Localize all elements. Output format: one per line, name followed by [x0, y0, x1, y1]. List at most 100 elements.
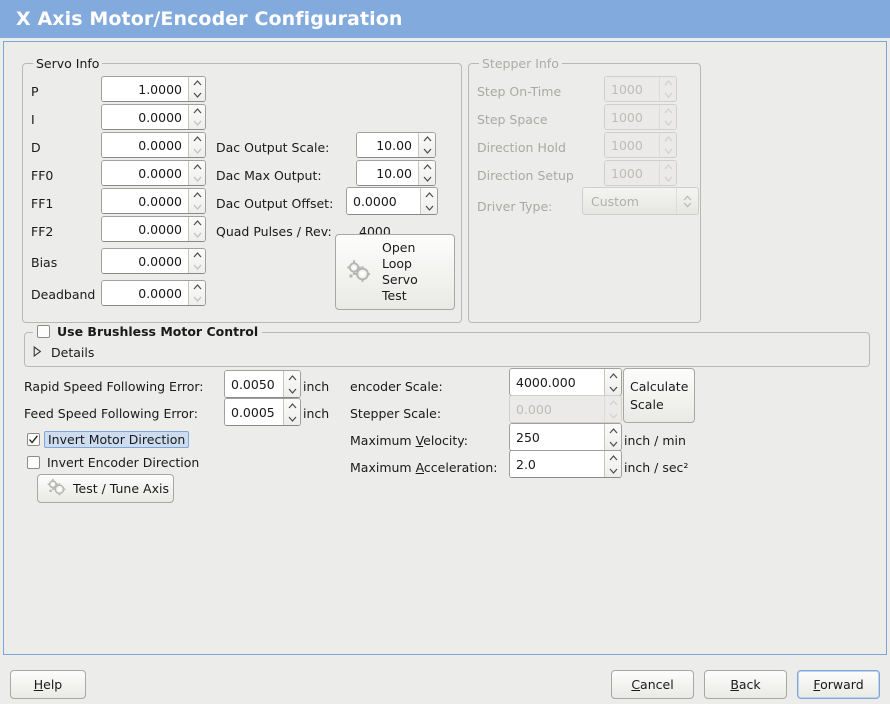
encoder-scale-spinbox[interactable]: 4000.000: [509, 368, 622, 396]
chevron-down-icon[interactable]: [660, 89, 676, 101]
chevron-down-icon[interactable]: [189, 89, 205, 101]
chevron-up-icon[interactable]: [189, 161, 205, 173]
chevron-up-icon[interactable]: [189, 77, 205, 89]
chevron-down-icon[interactable]: [419, 145, 435, 157]
checkbox-box[interactable]: [27, 456, 40, 469]
feed-speed-following-error-value[interactable]: 0.0005: [225, 399, 283, 425]
chevron-down-icon[interactable]: [660, 145, 676, 157]
servo-d-stepper[interactable]: [188, 133, 205, 157]
chevron-up-icon[interactable]: [605, 424, 621, 437]
driver-type-select[interactable]: Custom: [582, 187, 699, 215]
servo-i-stepper[interactable]: [188, 105, 205, 129]
stepper-step-space-value[interactable]: 1000: [605, 105, 659, 129]
chevron-up-icon[interactable]: [605, 396, 621, 409]
encoder-scale-value[interactable]: 4000.000: [510, 369, 604, 395]
servo-d-spinbox[interactable]: 0.0000: [101, 132, 206, 158]
chevron-down-icon[interactable]: [660, 117, 676, 129]
stepper-step-space-stepper[interactable]: [659, 105, 676, 129]
chevron-up-icon[interactable]: [284, 399, 300, 412]
chevron-up-icon[interactable]: [189, 249, 205, 261]
chevron-down-icon[interactable]: [189, 229, 205, 241]
back-button[interactable]: Back: [704, 670, 787, 699]
stepper-direction-setup-value[interactable]: 1000: [605, 161, 659, 185]
chevron-down-icon[interactable]: [605, 382, 621, 395]
dac-max-output-stepper[interactable]: [418, 161, 435, 185]
details-disclosure[interactable]: Details: [33, 345, 94, 360]
open-loop-servo-test-button[interactable]: Open Loop Servo Test: [335, 234, 455, 310]
dac-output-scale-stepper[interactable]: [418, 133, 435, 157]
invert-motor-direction-checkbox[interactable]: Invert Motor Direction: [27, 431, 190, 448]
dac-max-output-spinbox[interactable]: 10.00: [356, 160, 436, 186]
servo-bias-stepper[interactable]: [188, 249, 205, 273]
chevron-down-icon[interactable]: [605, 437, 621, 450]
servo-p-stepper[interactable]: [188, 77, 205, 101]
servo-ff1-stepper[interactable]: [188, 189, 205, 213]
invert-encoder-direction-checkbox[interactable]: Invert Encoder Direction: [27, 455, 199, 470]
chevron-up-icon[interactable]: [421, 188, 437, 201]
stepper-direction-hold-stepper[interactable]: [659, 133, 676, 157]
chevron-down-icon[interactable]: [284, 412, 300, 425]
chevron-down-icon[interactable]: [660, 173, 676, 185]
chevron-down-icon[interactable]: [189, 293, 205, 305]
use-brushless-motor-control-checkbox[interactable]: Use Brushless Motor Control: [33, 324, 263, 339]
servo-i-spinbox[interactable]: 0.0000: [101, 104, 206, 130]
servo-ff1-spinbox[interactable]: 0.0000: [101, 188, 206, 214]
rapid-error-stepper[interactable]: [283, 371, 300, 397]
servo-d-value[interactable]: 0.0000: [102, 133, 188, 157]
chevron-up-icon[interactable]: [189, 133, 205, 145]
stepper-step-on-time-stepper[interactable]: [659, 77, 676, 101]
chevron-down-icon[interactable]: [605, 464, 621, 477]
chevron-down-icon[interactable]: [189, 117, 205, 129]
chevron-up-icon[interactable]: [660, 133, 676, 145]
chevron-down-icon[interactable]: [189, 145, 205, 157]
chevron-down-icon[interactable]: [189, 201, 205, 213]
checkbox-box[interactable]: [27, 433, 40, 446]
servo-deadband-value[interactable]: 0.0000: [102, 281, 188, 305]
dac-output-offset-value[interactable]: 0.0000: [347, 188, 420, 214]
maximum-velocity-stepper[interactable]: [604, 424, 621, 450]
encoder-scale-stepper[interactable]: [604, 369, 621, 395]
cancel-button[interactable]: Cancel: [611, 670, 694, 699]
stepper-direction-hold-spinbox[interactable]: 1000: [604, 132, 677, 158]
chevron-down-icon[interactable]: [189, 173, 205, 185]
maximum-velocity-spinbox[interactable]: 250: [509, 423, 622, 451]
chevron-up-icon[interactable]: [660, 77, 676, 89]
servo-deadband-spinbox[interactable]: 0.0000: [101, 280, 206, 306]
chevron-up-icon[interactable]: [419, 133, 435, 145]
servo-ff0-spinbox[interactable]: 0.0000: [101, 160, 206, 186]
chevron-up-icon[interactable]: [605, 369, 621, 382]
stepper-direction-setup-spinbox[interactable]: 1000: [604, 160, 677, 186]
chevron-up-icon[interactable]: [605, 451, 621, 464]
maximum-acceleration-value[interactable]: 2.0: [510, 451, 604, 477]
chevron-down-icon[interactable]: [605, 409, 621, 422]
servo-bias-value[interactable]: 0.0000: [102, 249, 188, 273]
chevron-down-icon[interactable]: [189, 261, 205, 273]
rapid-speed-following-error-spinbox[interactable]: 0.0050: [224, 370, 301, 398]
servo-ff1-value[interactable]: 0.0000: [102, 189, 188, 213]
servo-ff2-stepper[interactable]: [188, 217, 205, 241]
stepper-scale-stepper[interactable]: [604, 396, 621, 422]
chevron-down-icon[interactable]: [421, 201, 437, 214]
chevron-up-icon[interactable]: [660, 161, 676, 173]
stepper-scale-spinbox[interactable]: 0.000: [509, 395, 622, 423]
maximum-acceleration-stepper[interactable]: [604, 451, 621, 477]
dac-output-scale-spinbox[interactable]: 10.00: [356, 132, 436, 158]
servo-deadband-stepper[interactable]: [188, 281, 205, 305]
servo-p-spinbox[interactable]: 1.0000: [101, 76, 206, 102]
dac-output-offset-spinbox[interactable]: 0.0000: [346, 187, 438, 215]
stepper-direction-setup-stepper[interactable]: [659, 161, 676, 185]
chevron-up-icon[interactable]: [419, 161, 435, 173]
dac-output-offset-stepper[interactable]: [420, 188, 437, 214]
feed-speed-following-error-spinbox[interactable]: 0.0005: [224, 398, 301, 426]
help-button[interactable]: Help: [10, 670, 86, 699]
feed-error-stepper[interactable]: [283, 399, 300, 425]
maximum-acceleration-spinbox[interactable]: 2.0: [509, 450, 622, 478]
forward-button[interactable]: Forward: [797, 670, 880, 699]
maximum-velocity-value[interactable]: 250: [510, 424, 604, 450]
chevron-up-icon[interactable]: [660, 105, 676, 117]
chevron-up-icon[interactable]: [189, 281, 205, 293]
chevron-up-icon[interactable]: [189, 217, 205, 229]
stepper-scale-value[interactable]: 0.000: [510, 396, 604, 422]
dac-output-scale-value[interactable]: 10.00: [357, 133, 418, 157]
rapid-speed-following-error-value[interactable]: 0.0050: [225, 371, 283, 397]
